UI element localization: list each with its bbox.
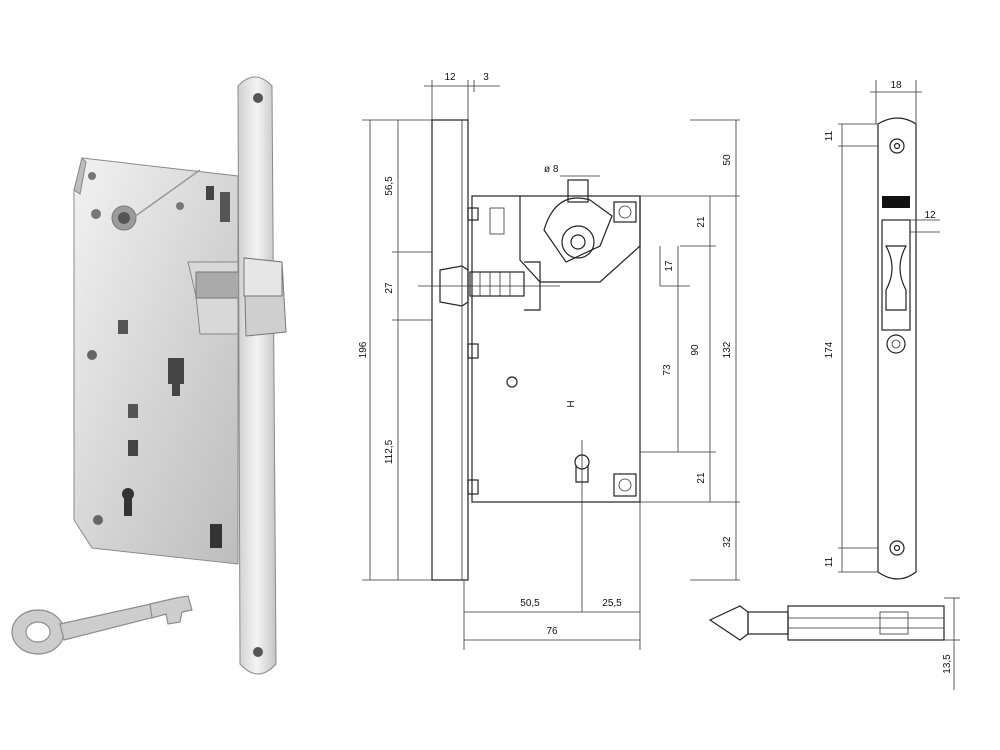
lock-photo — [73, 76, 287, 675]
dim-left-upper: 56,5 — [384, 176, 395, 196]
dim-strike-height: 174 — [824, 341, 835, 358]
dim-right-90: 90 — [690, 344, 701, 356]
dim-latch-height: 13,5 — [942, 654, 953, 674]
dim-bottom-backset: 50,5 — [520, 598, 540, 609]
dim-left-latch: 27 — [384, 282, 395, 294]
dim-strike-bottom: 11 — [824, 556, 835, 567]
keyhole — [122, 488, 134, 516]
front-faceplate — [431, 119, 469, 581]
dim-bottom-width: 76 — [546, 626, 558, 637]
dim-right-top: 50 — [722, 154, 733, 166]
follower-circle — [561, 225, 595, 259]
strike-logo — [882, 196, 910, 208]
dim-right-21-upper: 21 — [696, 216, 707, 228]
dim-strike-width: 18 — [890, 80, 902, 91]
dim-top-faceplate: 12 — [444, 72, 456, 83]
key-mark: H — [566, 400, 577, 407]
faceplate-screw-bottom — [253, 647, 263, 657]
strike-plate — [877, 117, 917, 580]
strike-plate-drawing: 18 11 174 11 12 — [824, 80, 940, 580]
dim-top-offset: 3 — [483, 72, 489, 83]
dim-right-bottom: 32 — [722, 536, 733, 548]
dim-strike-top: 11 — [824, 130, 835, 141]
lock-case — [73, 157, 239, 565]
dim-spindle: ø 8 — [544, 164, 559, 175]
front-case — [471, 195, 641, 503]
front-view-drawing: 56,5 27 196 112,5 12 3 ø 8 H 50 21 17 73… — [358, 72, 740, 650]
latch-bolt — [243, 257, 287, 337]
key — [11, 595, 193, 655]
faceplate — [237, 76, 277, 675]
dim-right-132: 132 — [722, 341, 733, 358]
latch-side-view: 13,5 — [708, 597, 960, 690]
lock-case-side — [73, 157, 87, 195]
dim-right-73: 73 — [662, 364, 673, 376]
dim-strike-hole: 12 — [924, 210, 936, 221]
dim-left-lower: 112,5 — [384, 439, 395, 464]
dim-right-17: 17 — [664, 260, 675, 272]
dim-left-total: 196 — [358, 341, 369, 358]
dim-bottom-25-5: 25,5 — [602, 598, 622, 609]
faceplate-screw-top — [253, 93, 263, 103]
dim-right-21-lower: 21 — [696, 472, 707, 484]
